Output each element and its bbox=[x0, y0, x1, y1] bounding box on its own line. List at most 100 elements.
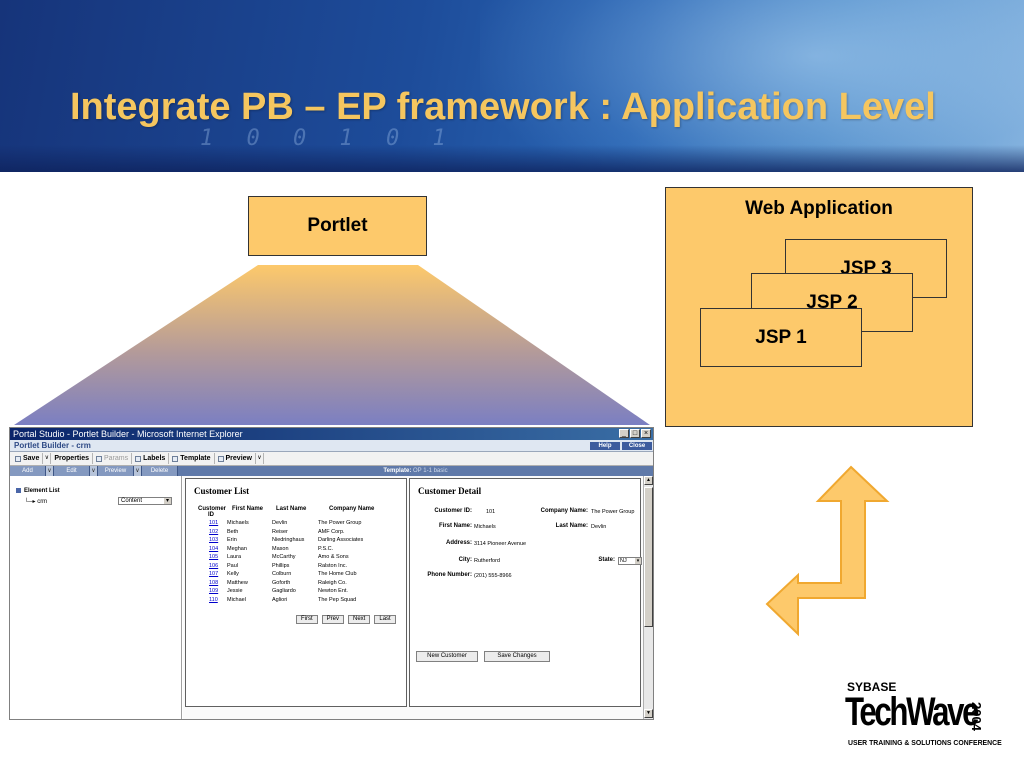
state-label: State: bbox=[598, 557, 615, 563]
prev-page-button[interactable]: Prev bbox=[321, 615, 345, 624]
projection-trapezoid bbox=[14, 265, 650, 425]
first-name-cell: Paul bbox=[227, 562, 239, 569]
logo-year: 2004 bbox=[969, 702, 984, 731]
scroll-up-icon[interactable]: ▲ bbox=[644, 476, 653, 485]
element-list-icon bbox=[16, 488, 21, 493]
scroll-thumb[interactable] bbox=[644, 487, 653, 627]
web-application-title: Web Application bbox=[745, 198, 893, 219]
portlet-box: Portlet bbox=[248, 196, 427, 256]
preview-label: Preview bbox=[225, 455, 252, 462]
customer-detail-frame: Customer Detail Customer ID: 101 Company… bbox=[409, 478, 642, 707]
customer-id-link[interactable]: 102 bbox=[209, 528, 219, 535]
save-label: Save bbox=[23, 455, 40, 462]
params-icon bbox=[95, 455, 102, 462]
preview-button[interactable]: Preview bbox=[215, 453, 256, 464]
preview-dropdown-icon[interactable]: ∨ bbox=[256, 453, 264, 464]
customer-id-link[interactable]: 103 bbox=[209, 537, 219, 543]
content-select[interactable]: Content bbox=[118, 497, 172, 505]
address-label: Address: bbox=[445, 540, 472, 546]
last-name-cell: Goforth bbox=[272, 579, 291, 586]
browser-window: Portal Studio - Portlet Builder - Micros… bbox=[9, 427, 654, 720]
close-app-button[interactable]: Close bbox=[622, 442, 652, 450]
customer-id-link[interactable]: 107 bbox=[209, 571, 219, 577]
delete-button[interactable]: Delete bbox=[142, 466, 178, 476]
customer-id-link[interactable]: 105 bbox=[209, 554, 219, 560]
template-indicator-value: OP 1-1 basic bbox=[413, 468, 448, 474]
customer-id-link[interactable]: 108 bbox=[209, 579, 219, 586]
tree-root[interactable]: Element List bbox=[16, 488, 60, 494]
last-name-value: Devlin bbox=[591, 524, 607, 530]
save-icon bbox=[15, 455, 21, 462]
new-customer-button[interactable]: New Customer bbox=[416, 651, 478, 662]
city-value: Rutherford bbox=[474, 558, 500, 564]
state-select[interactable]: NJ bbox=[618, 557, 642, 565]
close-window-icon[interactable]: × bbox=[641, 429, 651, 438]
logo-brand: SYBASE bbox=[847, 680, 897, 694]
template-icon bbox=[172, 455, 179, 462]
header-swoosh bbox=[0, 145, 1024, 172]
first-name-label: First Name: bbox=[438, 523, 472, 529]
minimize-icon[interactable]: _ bbox=[619, 429, 629, 438]
first-name-cell: Beth bbox=[227, 528, 239, 535]
builder-body: Element List └─▸ crm Content Customer Li… bbox=[10, 476, 653, 719]
last-page-button[interactable]: Last bbox=[374, 615, 396, 624]
maximize-icon[interactable]: □ bbox=[630, 429, 640, 438]
params-label: Params bbox=[103, 455, 129, 462]
template-button[interactable]: Template bbox=[169, 453, 215, 464]
first-name-cell: Erin bbox=[227, 537, 237, 543]
next-page-button[interactable]: Next bbox=[348, 615, 371, 624]
web-application-box: Web Application JSP 3 JSP 2 JSP 1 bbox=[665, 187, 973, 427]
logo-tagline: USER TRAINING & SOLUTIONS CONFERENCE bbox=[848, 738, 1002, 747]
save-button[interactable]: Save bbox=[12, 453, 44, 464]
customer-list-frame: Customer List Customer ID First Name Las… bbox=[185, 478, 407, 707]
edit-button[interactable]: Edit bbox=[54, 466, 90, 476]
company-cell: Ralston Inc. bbox=[318, 562, 348, 569]
labels-button[interactable]: Labels bbox=[132, 453, 170, 464]
help-button[interactable]: Help bbox=[590, 442, 620, 450]
last-name-cell: Devlin bbox=[272, 520, 288, 526]
add-dropdown-icon[interactable]: ∨ bbox=[46, 466, 54, 476]
column-header-customer-id: Customer ID bbox=[198, 506, 227, 518]
slide-header: 1 0 0 1 0 1 Integrate PB – EP framework … bbox=[0, 0, 1024, 172]
first-page-button[interactable]: First bbox=[296, 615, 318, 624]
customer-id-link[interactable]: 101 bbox=[209, 520, 219, 526]
preview-strip-button[interactable]: Preview bbox=[98, 466, 134, 476]
customer-id-link[interactable]: 109 bbox=[209, 588, 219, 594]
company-cell: AMF Corp. bbox=[318, 528, 345, 535]
params-button[interactable]: Params bbox=[93, 453, 133, 464]
customer-id-link[interactable]: 110 bbox=[209, 596, 218, 603]
company-cell: Amo & Sons bbox=[318, 554, 349, 560]
window-title: Portal Studio - Portlet Builder - Micros… bbox=[13, 429, 243, 439]
vertical-scrollbar[interactable]: ▲ ▼ bbox=[643, 476, 653, 719]
company-name-value: The Power Group bbox=[591, 509, 635, 515]
app-header: Portlet Builder - crm Help Close bbox=[10, 440, 653, 452]
save-dropdown-icon[interactable]: ∨ bbox=[43, 453, 52, 464]
customer-id-link[interactable]: 106 bbox=[209, 562, 219, 569]
customer-id-link[interactable]: 104 bbox=[209, 545, 219, 552]
save-changes-button[interactable]: Save Changes bbox=[484, 651, 550, 662]
toolbar: Save ∨ Properties Params Labels Template… bbox=[10, 452, 653, 466]
first-name-cell: Jessie bbox=[227, 588, 243, 594]
edit-dropdown-icon[interactable]: ∨ bbox=[90, 466, 98, 476]
tree-root-label: Element List bbox=[24, 488, 60, 495]
scroll-down-icon[interactable]: ▼ bbox=[644, 709, 653, 718]
properties-button[interactable]: Properties bbox=[51, 453, 93, 464]
company-cell: The Pep Squad bbox=[318, 596, 357, 603]
add-button[interactable]: Add bbox=[10, 466, 46, 476]
template-indicator: Template: OP 1-1 basic bbox=[178, 466, 653, 476]
pager: First Prev Next Last bbox=[296, 615, 396, 624]
template-label: Template bbox=[180, 455, 211, 462]
header-glow bbox=[480, 0, 1024, 172]
arrow-shape bbox=[765, 465, 890, 637]
column-header-first-name: First Name bbox=[232, 506, 264, 512]
tree-item-crm[interactable]: └─▸ crm bbox=[24, 498, 47, 505]
jsp-1-box: JSP 1 bbox=[700, 308, 862, 367]
company-cell: Darling Associates bbox=[318, 537, 364, 543]
company-name-label: Company Name: bbox=[540, 508, 588, 514]
labels-label: Labels bbox=[143, 455, 166, 462]
last-name-cell: Niedringhaus bbox=[272, 537, 305, 543]
address-value: 3114 Pioneer Avenue bbox=[474, 541, 527, 547]
preview-strip-dropdown-icon[interactable]: ∨ bbox=[134, 466, 142, 476]
last-name-cell: Mason bbox=[272, 545, 289, 552]
